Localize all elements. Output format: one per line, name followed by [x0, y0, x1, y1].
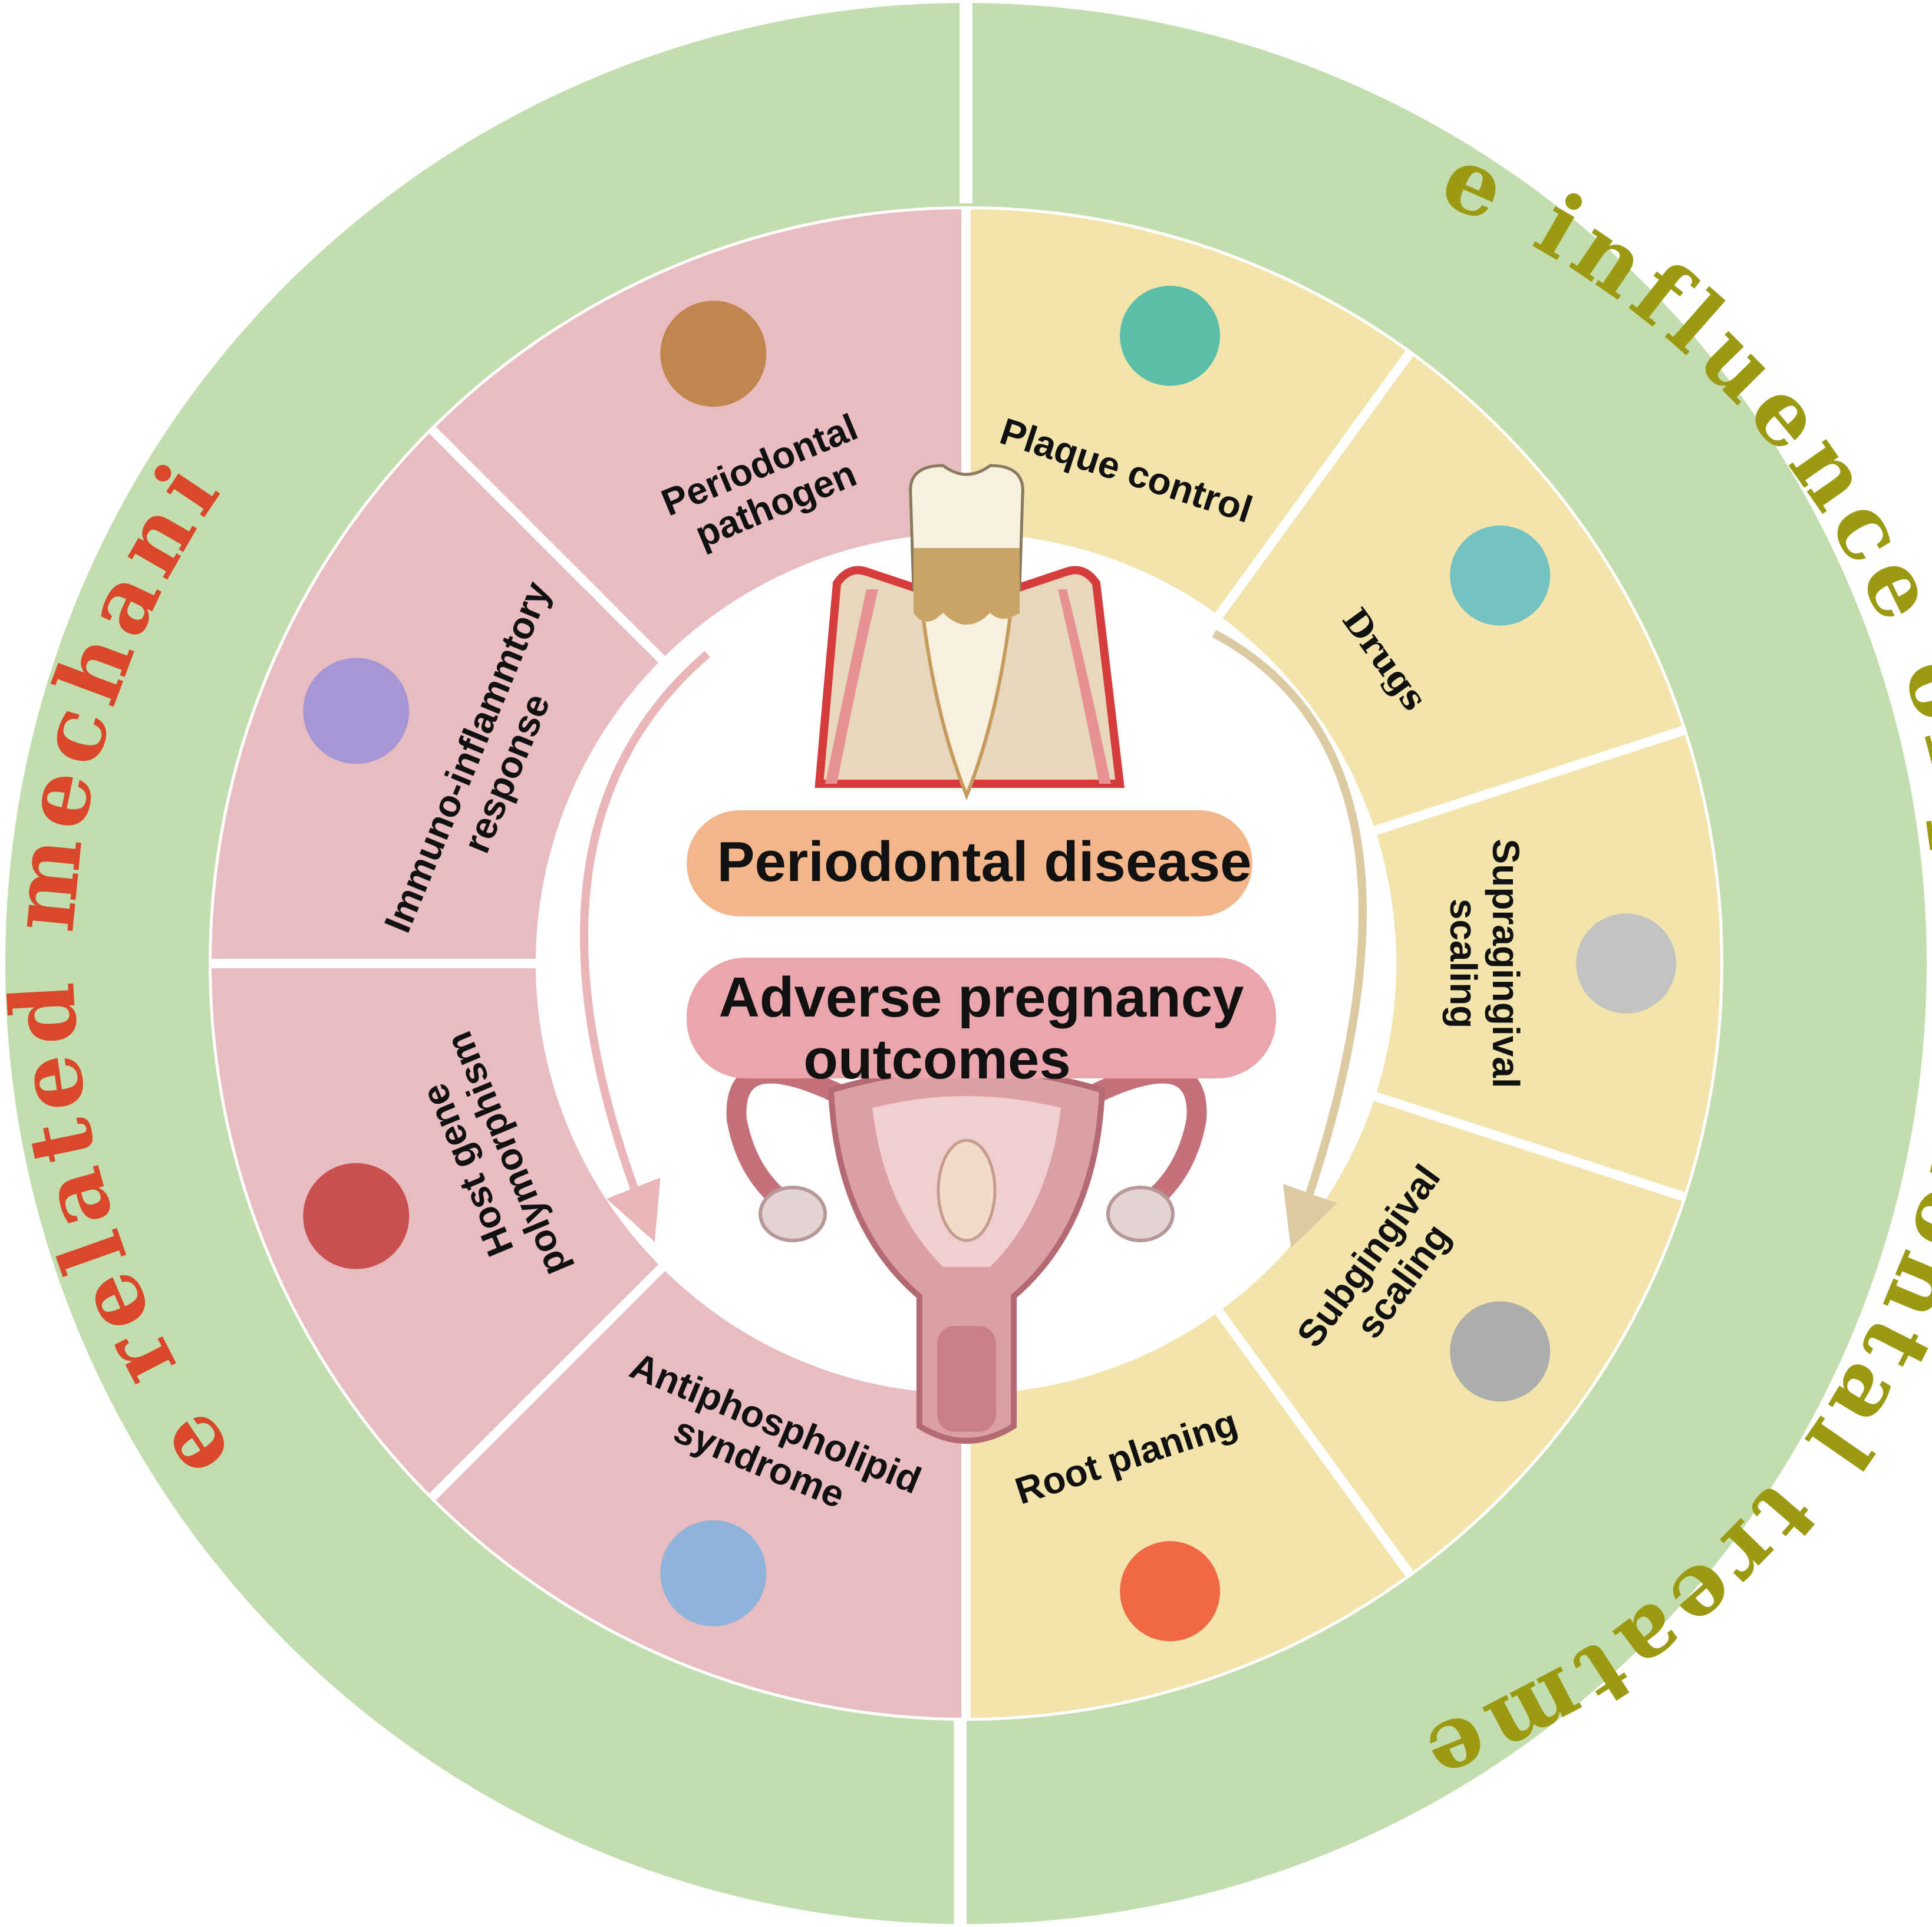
- segment-divider: [427, 424, 668, 665]
- outcome-label-line2: outcomes: [803, 1028, 1070, 1091]
- segment-divider: [427, 1262, 668, 1503]
- treatment-label-line: scaling: [1442, 899, 1485, 1029]
- treatment-segment: [966, 1311, 1410, 1718]
- antibody-icon: [660, 1520, 767, 1626]
- immune-cells-icon: [303, 658, 410, 764]
- mechanism-segment: [432, 209, 966, 659]
- outcome-label-line1: Adverse pregnancy: [718, 966, 1244, 1029]
- root-planer-icon: [1120, 1541, 1221, 1642]
- segment-divider: [1371, 1091, 1688, 1202]
- dna-icon: [303, 1163, 410, 1269]
- treatment-segment: [1219, 353, 1684, 831]
- left-curved-arrow: [580, 651, 710, 1242]
- segment-divider: [1213, 348, 1415, 621]
- disease-pill: [687, 810, 1252, 916]
- segment-divider: [1371, 725, 1688, 836]
- mechanism-segment: [212, 430, 662, 964]
- disease-label: Periodontal disease: [717, 830, 1252, 893]
- bottom-ring-divider: [954, 1721, 967, 1927]
- tooth-icon: [815, 464, 1125, 801]
- top-ring-divider: [960, 0, 972, 203]
- curette-icon: [1450, 1301, 1551, 1402]
- treatment-segment: [966, 209, 1410, 616]
- mechanism-segment: [432, 1268, 966, 1718]
- bacteria-icon: [660, 301, 767, 407]
- capsule-icon: [1450, 525, 1551, 626]
- treatment-segment: [1375, 730, 1720, 1197]
- mechanism-segment: [212, 964, 662, 1497]
- outcome-pill: [687, 958, 1276, 1078]
- right-curved-arrow: [1212, 629, 1367, 1248]
- toothbrush-floss-icon: [1120, 285, 1221, 386]
- treatment-label-line: Supragingival: [1485, 839, 1527, 1088]
- ultrasonic-scaler-icon: [1576, 913, 1676, 1014]
- segment-divider: [1213, 1306, 1415, 1579]
- treatment-label: Supragingivalscaling: [1442, 839, 1527, 1088]
